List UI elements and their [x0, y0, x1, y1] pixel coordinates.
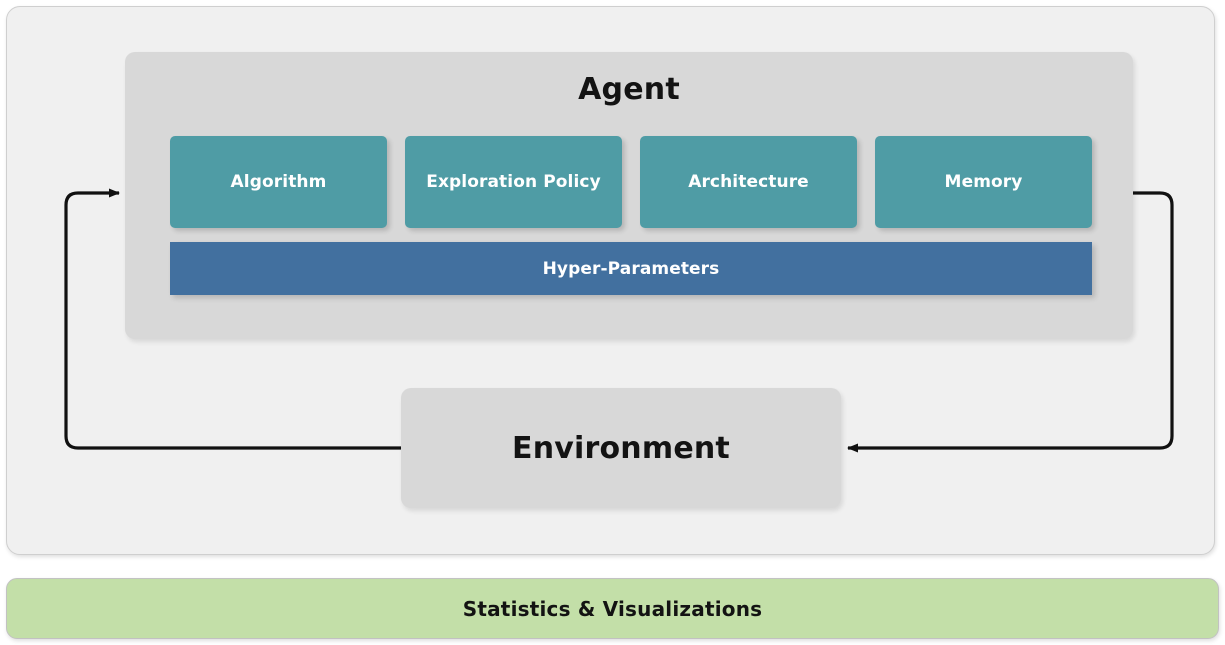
environment-container[interactable]: Environment	[401, 388, 841, 508]
component-exploration-policy[interactable]: Exploration Policy	[405, 136, 622, 228]
component-algorithm[interactable]: Algorithm	[170, 136, 387, 228]
agent-components-row: Algorithm Exploration Policy Architectur…	[170, 136, 1092, 228]
component-exploration-policy-label: Exploration Policy	[426, 172, 601, 192]
hyper-parameters-bar[interactable]: Hyper-Parameters	[170, 242, 1092, 295]
agent-title: Agent	[578, 72, 680, 107]
component-memory-label: Memory	[944, 172, 1023, 192]
agent-container[interactable]: Agent Algorithm Exploration Policy Archi…	[125, 52, 1133, 339]
component-memory[interactable]: Memory	[875, 136, 1092, 228]
component-algorithm-label: Algorithm	[230, 172, 327, 192]
component-architecture-label: Architecture	[688, 172, 809, 192]
environment-label: Environment	[512, 430, 730, 466]
hyper-parameters-label: Hyper-Parameters	[542, 258, 720, 279]
statistics-visualizations-bar[interactable]: Statistics & Visualizations	[6, 578, 1219, 639]
statistics-visualizations-label: Statistics & Visualizations	[462, 596, 763, 621]
component-architecture[interactable]: Architecture	[640, 136, 857, 228]
